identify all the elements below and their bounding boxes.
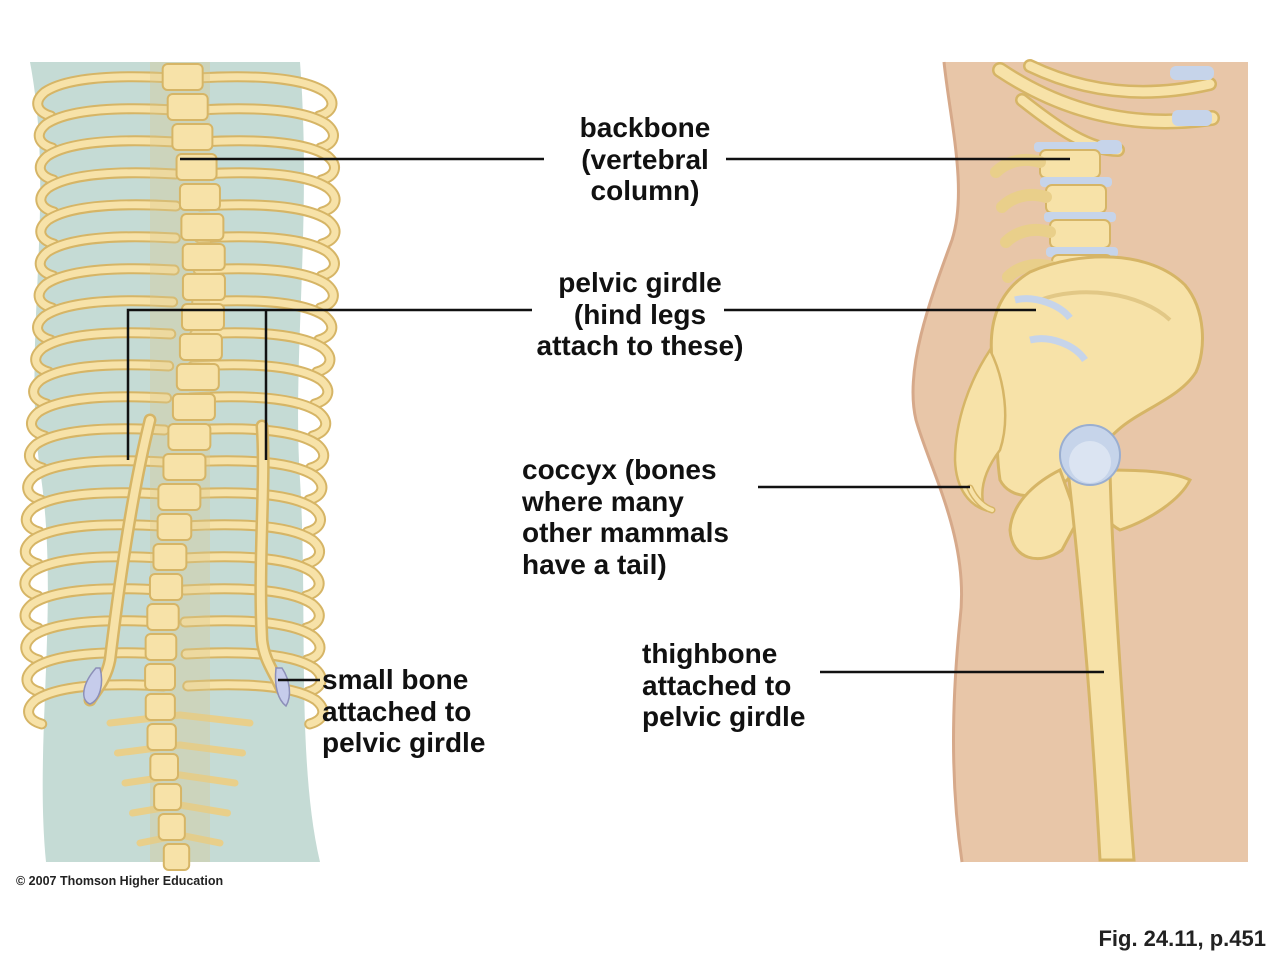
leader-lines (126, 157, 1104, 682)
coccyx-label: coccyx (bones where many other mammals h… (522, 454, 729, 580)
whale-vertebra (167, 423, 212, 451)
human-femur (1008, 424, 1136, 862)
whale-vertebra (178, 183, 221, 211)
whale-spinous-process (176, 711, 254, 727)
human-vertebra (1045, 184, 1107, 214)
whale-vertebra (171, 123, 214, 151)
whale-vertebra (175, 153, 218, 181)
whale-vertebra (157, 483, 202, 511)
human-spinous-process (990, 153, 1046, 178)
whale-vertebra (148, 573, 184, 601)
whale-vertebra (144, 663, 176, 691)
whale-vertebra (161, 63, 204, 91)
human-sacrum-coccyx (953, 347, 1007, 514)
figure-reference: Fig. 24.11, p.451 (1098, 926, 1266, 951)
whale-vertebra (162, 843, 191, 871)
human-spinous-process (996, 188, 1052, 213)
human-skeleton-panel (911, 59, 1248, 863)
backbone-label: backbone (vertebral column) (579, 112, 711, 206)
whale-vertebra (152, 543, 188, 571)
whale-vertebra (181, 273, 226, 301)
human-vertebra (1039, 149, 1101, 179)
whale-vertebra (157, 813, 186, 841)
whale-vertebra (180, 213, 225, 241)
copyright-credit: © 2007 Thomson Higher Education (16, 874, 224, 888)
whale-vertebra (156, 513, 193, 541)
whale-spinous-process (176, 741, 246, 757)
whale-vertebra (149, 753, 179, 781)
whale-vertebra (178, 333, 223, 361)
thighbone-label: thighbone attached to pelvic girdle (642, 638, 806, 732)
whale-vertebra (175, 363, 220, 391)
whale-vertebra (162, 453, 207, 481)
whale-vertebra (180, 303, 225, 331)
leader-pelvic-left (126, 308, 532, 460)
whale-vertebra (146, 603, 180, 631)
human-pelvis (989, 255, 1204, 532)
whale-vertebra (171, 393, 216, 421)
human-back-contour (911, 61, 964, 863)
whale-vertebrae (144, 63, 226, 871)
whale-skeleton-panel (25, 62, 335, 871)
whale-vertebra (166, 93, 209, 121)
whale-small-hind-bones (83, 667, 291, 708)
whale-vertebra (144, 693, 176, 721)
whale-vertebra (146, 723, 177, 751)
human-spinous-process (1000, 223, 1056, 248)
whale-vertebra (181, 243, 226, 271)
whale-vertebra (153, 783, 183, 811)
small-bone-label: small bone attached to pelvic girdle (322, 664, 486, 758)
human-vertebra (1049, 219, 1111, 249)
whale-spinous-process (176, 831, 224, 847)
human-ribs (992, 59, 1220, 157)
whale-vertebra (144, 633, 178, 661)
whale-spinous-process (176, 771, 239, 787)
pelvic-girdle-label: pelvic girdle (hind legs attach to these… (536, 267, 744, 361)
whale-spinous-process (176, 801, 231, 817)
